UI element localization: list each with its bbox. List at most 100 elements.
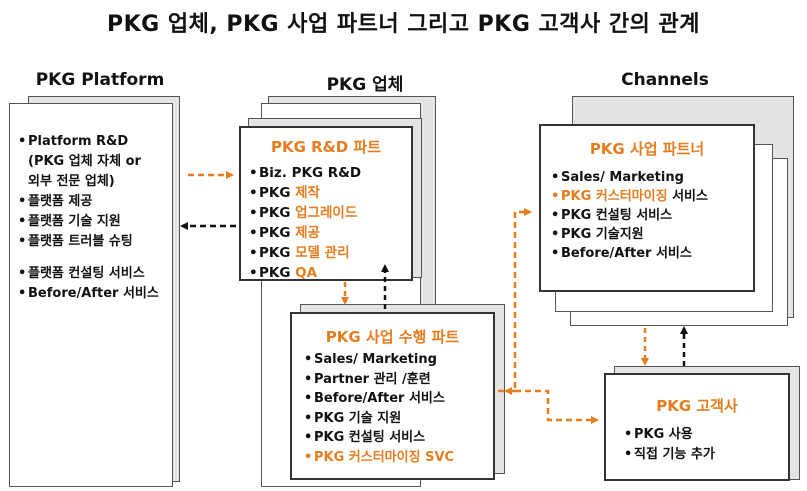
platform-item: •플랫폼 트러블 슈팅 [18, 232, 159, 252]
partner-item: •Before/After 서비스 [551, 244, 708, 263]
exec-item-text: Partner 관리 /훈련 [314, 371, 431, 387]
customer-box-title: PKG 고객사 [656, 397, 738, 415]
bullet: • [551, 208, 560, 223]
partner-item-prefix: PKG 컨설팅 서비스 [561, 208, 673, 223]
bullet: • [304, 391, 313, 406]
rd-item: •PKG QA [249, 263, 361, 283]
rd-item-prefix: PKG [259, 245, 296, 261]
platform-item-text: Platform R&D [28, 134, 129, 149]
partner-item: •PKG 커스터마이징 서비스 [551, 187, 708, 206]
bullet: • [18, 214, 27, 229]
partner-item-suffix: 서비스 [667, 189, 708, 204]
bullet: • [249, 205, 258, 221]
partner-item-prefix: PKG 기술지원 [561, 227, 644, 242]
exec-item-text: Sales/ Marketing [314, 352, 437, 367]
partner-item-highlight: PKG 커스터마이징 [561, 189, 668, 204]
platform-item: •Before/After 서비스 [18, 284, 159, 304]
exec-item-list: •Sales/ Marketing•Partner 관리 /훈련•Before/… [304, 350, 454, 467]
platform-item: •플랫폼 컨설팅 서비스 [18, 264, 159, 284]
platform-item: •플랫폼 제공 [18, 192, 159, 212]
rd-item-list: •Biz. PKG R&D•PKG 제작•PKG 업그레이드•PKG 제공•PK… [249, 163, 361, 283]
rd-item-highlight: 모델 관리 [295, 245, 350, 261]
customer-item: •PKG 사용 [624, 425, 715, 445]
platform-item-text: 외부 전문 업체) [28, 174, 115, 189]
exec-item: •PKG 기술 지원 [304, 409, 454, 429]
partner-item: •PKG 컨설팅 서비스 [551, 206, 708, 225]
rd-item: •Biz. PKG R&D [249, 163, 361, 183]
platform-item: 외부 전문 업체) [18, 172, 159, 192]
bullet: • [18, 134, 27, 149]
exec-item: •Partner 관리 /훈련 [304, 370, 454, 390]
bullet: • [304, 352, 313, 367]
exec-item-text: PKG 컨설팅 서비스 [314, 430, 426, 445]
exec-item-text: Before/After 서비스 [314, 391, 445, 406]
rd-item: •PKG 제작 [249, 183, 361, 203]
bullet: • [249, 245, 258, 261]
arrow-exec-to-customer [515, 389, 599, 424]
bullet: • [551, 246, 560, 261]
rd-item-highlight: 업그레이드 [295, 205, 358, 221]
rd-item-highlight: 제작 [295, 185, 320, 201]
platform-item: •Platform R&D [18, 132, 159, 152]
exec-item: •PKG 커스터마이징 SVC [304, 448, 454, 468]
platform-item-text: 플랫폼 제공 [28, 194, 93, 209]
bullet: • [249, 225, 258, 241]
customer-item-list: •PKG 사용•직접 기능 추가 [624, 425, 715, 465]
platform-item-text: (PKG 업체 자체 or [28, 154, 141, 169]
platform-item-text: 플랫폼 컨설팅 서비스 [28, 266, 145, 281]
bullet: • [304, 430, 313, 445]
rd-box-title: PKG R&D 파트 [270, 138, 382, 156]
page-title: PKG 업체, PKG 사업 파트너 그리고 PKG 고객사 간의 관계 [106, 12, 701, 37]
column-heading-channels: Channels [621, 70, 709, 90]
rd-item-prefix: PKG [259, 265, 296, 281]
bullet: • [304, 410, 313, 426]
rd-item-prefix: PKG [259, 205, 296, 221]
customer-item-text: 직접 기능 추가 [634, 447, 715, 462]
rd-item-prefix: PKG [259, 225, 296, 241]
platform-item: (PKG 업체 자체 or [18, 152, 159, 172]
exec-item-text: PKG 기술 지원 [314, 410, 402, 426]
exec-item-text: PKG 커스터마이징 SVC [314, 449, 455, 465]
rd-item-highlight: QA [295, 265, 318, 281]
rd-box: PKG R&D 파트 •Biz. PKG R&D•PKG 제작•PKG 업그레이… [239, 126, 413, 281]
partner-item-prefix: Sales/ Marketing [561, 170, 684, 185]
bullet: • [624, 447, 633, 462]
arrow-exec-to-partner [498, 208, 532, 393]
exec-box-title: PKG 사업 수행 파트 [325, 328, 460, 346]
platform-item: •플랫폼 기술 지원 [18, 212, 159, 232]
platform-item-text: 플랫폼 기술 지원 [28, 214, 121, 229]
bullet: • [249, 265, 258, 281]
bullet: • [249, 185, 258, 201]
partner-item-prefix: Before/After 서비스 [561, 246, 692, 261]
bullet: • [18, 234, 27, 249]
rd-item: •PKG 모델 관리 [249, 243, 361, 263]
bullet: • [18, 194, 27, 209]
exec-item: •PKG 컨설팅 서비스 [304, 428, 454, 448]
exec-item: •Sales/ Marketing [304, 350, 454, 370]
bullet: • [249, 165, 258, 181]
bullet: • [551, 227, 560, 242]
bullet: • [551, 170, 560, 185]
partner-box: PKG 사업 파트너 •Sales/ Marketing•PKG 커스터마이징 … [539, 124, 755, 292]
bullet: • [304, 371, 313, 387]
customer-item-text: PKG 사용 [634, 427, 693, 442]
rd-item-highlight: 제공 [295, 225, 320, 241]
partner-item: •PKG 기술지원 [551, 225, 708, 244]
rd-item: •PKG 제공 [249, 223, 361, 243]
exec-box: PKG 사업 수행 파트 •Sales/ Marketing•Partner 관… [290, 312, 495, 480]
bullet: • [624, 427, 633, 442]
bullet: • [551, 189, 560, 204]
partner-item-list: •Sales/ Marketing•PKG 커스터마이징 서비스•PKG 컨설팅… [551, 168, 708, 263]
column-heading-platform: PKG Platform [35, 70, 165, 90]
partner-item: •Sales/ Marketing [551, 168, 708, 187]
rd-item-prefix: Biz. PKG R&D [259, 165, 362, 181]
exec-item: •Before/After 서비스 [304, 389, 454, 409]
bullet: • [304, 449, 313, 465]
rd-item: •PKG 업그레이드 [249, 203, 361, 223]
platform-item-text: 플랫폼 트러블 슈팅 [28, 234, 133, 249]
partner-box-title: PKG 사업 파트너 [589, 140, 705, 158]
customer-box: PKG 고객사 •PKG 사용•직접 기능 추가 [604, 373, 790, 481]
